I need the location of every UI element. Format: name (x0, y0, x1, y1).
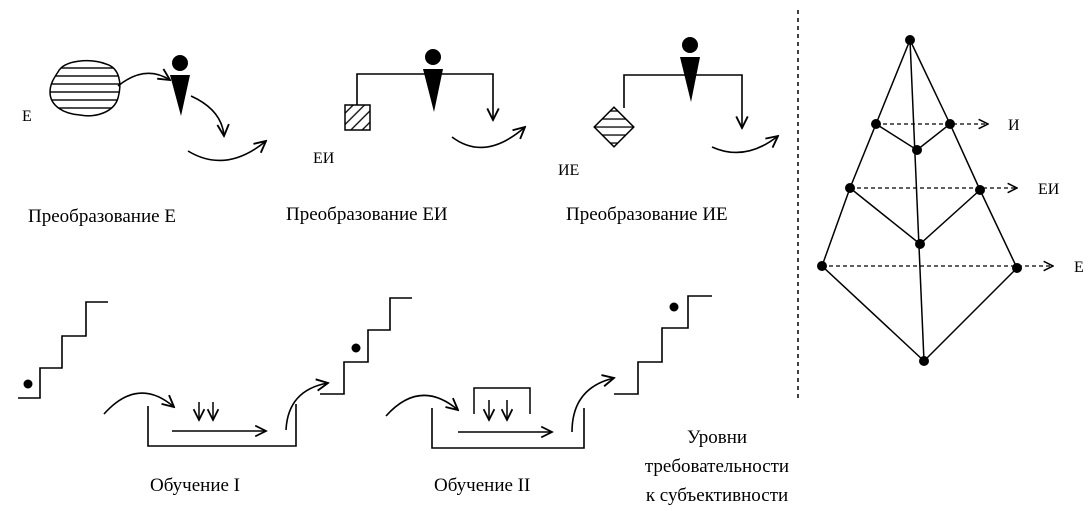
caption-transformation-ei: Преобразование ЕИ (286, 204, 448, 225)
caption-transformation-ie: Преобразование ИЕ (566, 204, 728, 225)
pyramid-outline (821, 39, 1018, 363)
hatched-diamond-icon (593, 106, 635, 148)
learning-basin (431, 408, 585, 449)
transformation-ei: ЕИ Преобразование ЕИ (286, 49, 525, 225)
staircase-high (614, 295, 712, 395)
entry-arc-arrow (385, 394, 458, 417)
meta-bracket (473, 387, 531, 414)
level-label-ei: ЕИ (1038, 181, 1060, 198)
caption-learning-two: Обучение II (434, 475, 530, 496)
caption-line-2: требовательности (645, 456, 789, 477)
learning-one: Обучение I (18, 297, 412, 496)
pyramid-node (919, 356, 929, 366)
letter-ie: ИЕ (558, 162, 579, 179)
agent-figure-icon (170, 55, 190, 116)
transformation-e: Е Преобразование Е (22, 55, 266, 227)
agent-figure-icon (680, 37, 700, 102)
pyramid-node (912, 145, 922, 155)
pyramid-node (915, 239, 925, 249)
entry-arc-arrow (103, 392, 174, 415)
level-label-i: И (1008, 117, 1020, 134)
pyramid-node (945, 119, 955, 129)
inner-v-lower (849, 187, 981, 245)
subjectivity-pyramid: И ЕИ Е (817, 35, 1084, 366)
pyramid-node (1012, 263, 1022, 273)
exit-arc-arrow (285, 383, 328, 431)
pyramid-node (871, 119, 881, 129)
inner-v-upper (875, 123, 951, 151)
caption-learning-one: Обучение I (150, 475, 240, 496)
drop-arc-arrow (190, 95, 224, 136)
pyramid-caption: Уровни требовательности к субъективности (645, 427, 789, 506)
rising-arc-arrow (711, 136, 778, 154)
caption-transformation-e: Преобразование Е (28, 206, 176, 227)
position-dot (23, 379, 33, 389)
position-dot (351, 343, 361, 353)
level-label-e: Е (1074, 259, 1084, 276)
learning-basin (147, 404, 297, 447)
rising-arc-arrow (451, 127, 525, 149)
pyramid-node (975, 185, 985, 195)
staircase-high (320, 297, 412, 395)
staircase-low (18, 301, 108, 399)
learning-two: Обучение II (385, 295, 712, 496)
letter-e: Е (22, 108, 32, 125)
position-dot (669, 302, 679, 312)
pyramid-node (817, 261, 827, 271)
caption-line-1: Уровни (687, 427, 747, 448)
agent-figure-icon (423, 49, 443, 112)
exit-arc-arrow (571, 378, 614, 433)
transfer-arc-arrow (117, 73, 170, 87)
pyramid-node (845, 183, 855, 193)
pyramid-node (905, 35, 915, 45)
letter-ei: ЕИ (313, 150, 335, 167)
caption-line-3: к субъективности (646, 485, 788, 506)
bracket-connector (356, 73, 493, 120)
transformation-ie: ИЕ Преобразование ИЕ (558, 37, 778, 225)
hatched-blob-icon (49, 59, 121, 117)
bracket-connector (623, 74, 742, 128)
pyramid-spine (909, 39, 925, 362)
rising-arc-arrow (187, 141, 266, 162)
hatched-square-icon (344, 104, 371, 131)
